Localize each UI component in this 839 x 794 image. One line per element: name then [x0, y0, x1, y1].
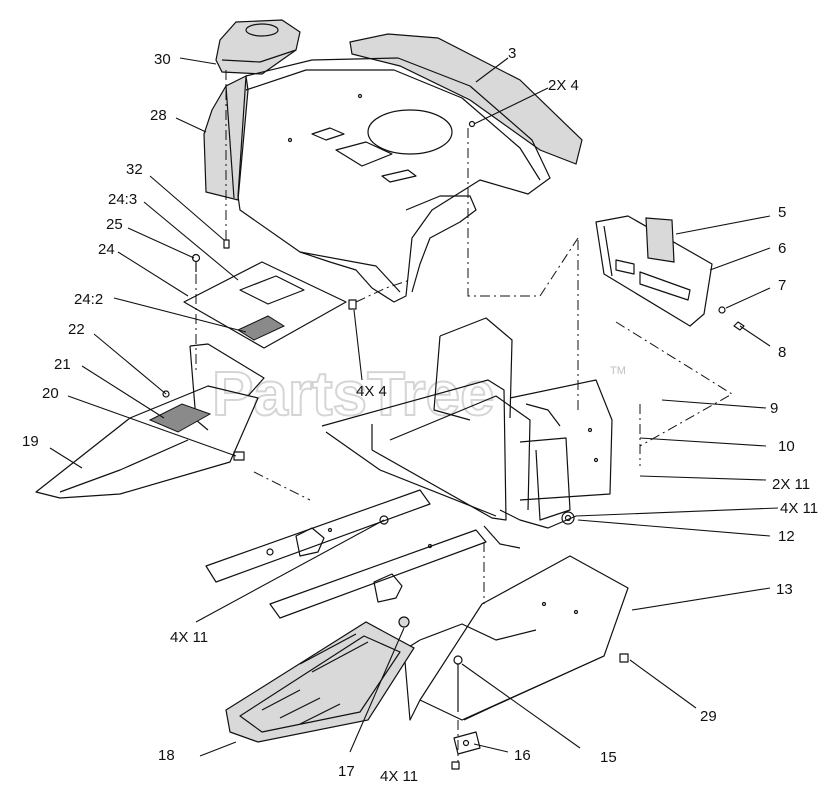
callout-20: 20 [42, 385, 59, 402]
part-6-dash-plate [595, 215, 745, 331]
part-18-floor-mat [225, 616, 415, 743]
callout-4x11-frame: 4X 11 [780, 500, 818, 517]
callout-19: 19 [22, 433, 39, 450]
callout-16: 16 [514, 747, 531, 764]
callout-5: 5 [778, 204, 786, 221]
callout-24: 24 [98, 241, 115, 258]
callout-3: 3 [508, 45, 516, 62]
leader-lines [49, 57, 779, 757]
callout-29: 29 [700, 708, 717, 725]
part-frame-tunnel [321, 317, 613, 549]
callout-30: 30 [154, 51, 171, 68]
part-32-screw [223, 239, 230, 249]
callout-24-2: 24:2 [74, 291, 103, 308]
callout-labels: 30 3 2X 4 28 32 24:3 25 24 24:2 5 6 7 8 … [22, 45, 818, 785]
part-15-bolt [453, 655, 463, 712]
part-24-access-plate [183, 261, 347, 349]
callout-4x11-bracket: 4X 11 [380, 768, 418, 785]
callout-8: 8 [778, 344, 786, 361]
watermark-trademark: TM [610, 365, 626, 377]
assembly-lines [195, 70, 733, 762]
part-25-screw [191, 253, 201, 272]
part-13-right-footrest [403, 555, 629, 721]
part-30-console-cap [215, 19, 301, 75]
callout-10: 10 [778, 438, 795, 455]
callout-2x11: 2X 11 [772, 476, 810, 493]
callout-7: 7 [778, 277, 786, 294]
callout-9: 9 [770, 400, 778, 417]
callout-17: 17 [338, 763, 355, 780]
part-left-rail [205, 489, 431, 583]
part-right-rail [269, 529, 487, 619]
callout-13: 13 [776, 581, 793, 598]
callout-18: 18 [158, 747, 175, 764]
callout-32: 32 [126, 161, 143, 178]
callout-28: 28 [150, 107, 167, 124]
callout-15: 15 [600, 749, 617, 766]
callout-4x4: 4X 4 [356, 383, 387, 400]
callout-6: 6 [778, 240, 786, 257]
callout-12: 12 [778, 528, 795, 545]
part-19-left-footrest [35, 343, 265, 499]
callout-25: 25 [106, 216, 123, 233]
callout-22: 22 [68, 321, 85, 338]
part-4-screw [348, 299, 357, 310]
part-3-hood [237, 33, 583, 303]
callout-2x4: 2X 4 [548, 77, 579, 94]
watermark: PartsTree [212, 360, 495, 429]
part-16-bracket [451, 731, 481, 770]
callout-4x11-rail: 4X 11 [170, 629, 208, 646]
callout-24-3: 24:3 [108, 191, 137, 208]
callout-21: 21 [54, 356, 71, 373]
